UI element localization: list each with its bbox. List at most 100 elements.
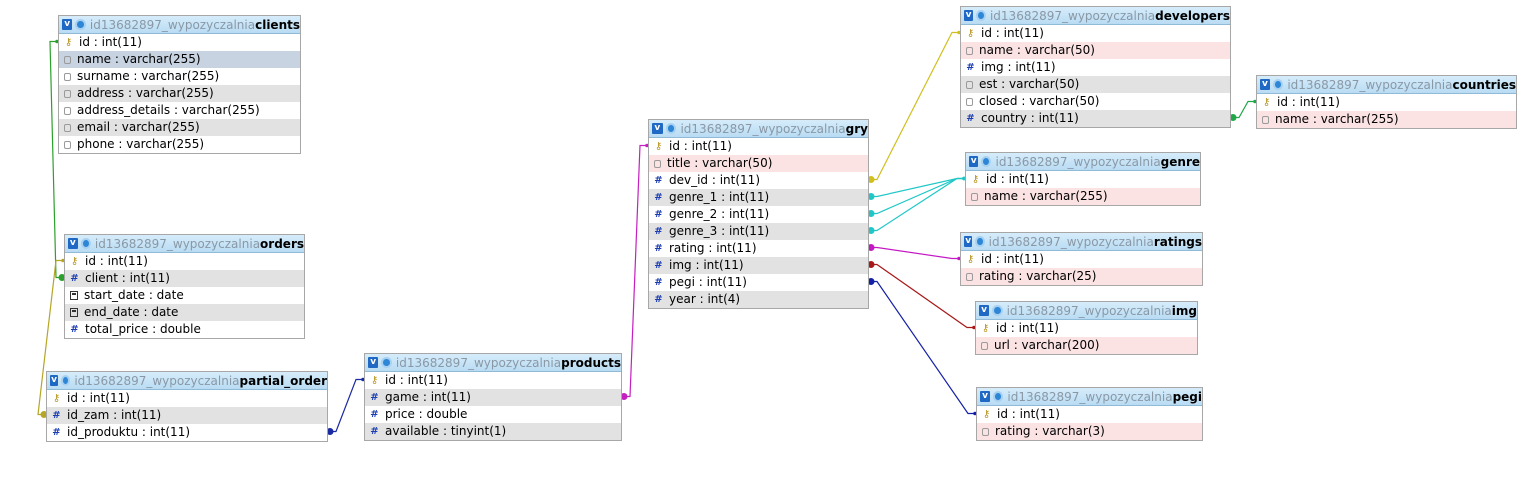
- column-row[interactable]: ⚷id : int(11): [966, 171, 1200, 188]
- gear-icon[interactable]: [665, 123, 677, 134]
- gear-icon[interactable]: [1272, 79, 1284, 90]
- column-row[interactable]: rating : varchar(25): [961, 268, 1202, 285]
- column-row[interactable]: #img : int(11): [961, 59, 1230, 76]
- column-row[interactable]: ⚷id : int(11): [59, 34, 300, 51]
- column-row[interactable]: phone : varchar(255): [59, 136, 300, 153]
- column-row[interactable]: #price : double: [365, 406, 621, 423]
- column-row[interactable]: address_details : varchar(255): [59, 102, 300, 119]
- column-row[interactable]: closed : varchar(50): [961, 93, 1230, 110]
- gear-icon[interactable]: [381, 357, 392, 368]
- column-row[interactable]: #pegi : int(11): [649, 274, 868, 291]
- column-row[interactable]: est : varchar(50): [961, 76, 1230, 93]
- gear-icon[interactable]: [975, 236, 985, 247]
- toggle-columns-icon[interactable]: v: [652, 123, 663, 134]
- toggle-columns-icon[interactable]: v: [979, 305, 990, 316]
- toggle-columns-icon[interactable]: v: [980, 391, 990, 402]
- column-row[interactable]: ⚷id : int(11): [1257, 94, 1516, 111]
- column-row[interactable]: #total_price : double: [65, 321, 304, 338]
- column-row[interactable]: #genre_1 : int(11): [649, 189, 868, 206]
- column-row[interactable]: name : varchar(255): [59, 51, 300, 68]
- column-row[interactable]: url : varchar(200): [976, 337, 1197, 354]
- relation-target-dot: [972, 325, 976, 330]
- toggle-columns-icon[interactable]: v: [964, 236, 973, 247]
- gear-icon[interactable]: [75, 19, 86, 30]
- column-row[interactable]: ⚷id : int(11): [65, 253, 304, 270]
- column-row[interactable]: #genre_2 : int(11): [649, 206, 868, 223]
- toggle-columns-icon[interactable]: v: [68, 238, 78, 249]
- gear-icon[interactable]: [981, 156, 992, 167]
- relation-source-dot: [867, 278, 875, 285]
- column-row[interactable]: rating : varchar(3): [977, 423, 1202, 440]
- toggle-columns-icon[interactable]: v: [62, 19, 73, 30]
- column-row[interactable]: ⚷id : int(11): [47, 390, 327, 407]
- column-row[interactable]: name : varchar(255): [966, 188, 1200, 205]
- column-row[interactable]: address : varchar(255): [59, 85, 300, 102]
- column-row[interactable]: #year : int(4): [649, 291, 868, 308]
- key-icon: ⚷: [52, 393, 61, 404]
- gear-icon[interactable]: [976, 10, 986, 21]
- toggle-columns-icon[interactable]: v: [969, 156, 979, 167]
- column-row[interactable]: email : varchar(255): [59, 119, 300, 136]
- column-row[interactable]: name : varchar(255): [1257, 111, 1516, 128]
- column-row[interactable]: #client : int(11): [65, 270, 304, 287]
- column-row[interactable]: ⚷id : int(11): [976, 320, 1197, 337]
- column-row[interactable]: #id_zam : int(11): [47, 407, 327, 424]
- column-row[interactable]: ⚷id : int(11): [649, 138, 868, 155]
- column-label: est : varchar(50): [979, 77, 1080, 91]
- toggle-columns-icon[interactable]: v: [1260, 79, 1270, 90]
- column-row[interactable]: title : varchar(50): [649, 155, 868, 172]
- gear-icon[interactable]: [993, 391, 1004, 402]
- toggle-columns-icon[interactable]: v: [50, 375, 59, 386]
- column-row[interactable]: ⚷id : int(11): [977, 406, 1202, 423]
- column-row[interactable]: name : varchar(50): [961, 42, 1230, 59]
- column-row[interactable]: #img : int(11): [649, 257, 868, 274]
- column-label: id : int(11): [981, 26, 1044, 40]
- gear-icon[interactable]: [992, 305, 1003, 316]
- column-row[interactable]: #game : int(11): [365, 389, 621, 406]
- column-row[interactable]: #id_produktu : int(11): [47, 424, 327, 441]
- toggle-columns-icon[interactable]: v: [964, 10, 974, 21]
- column-row[interactable]: #genre_3 : int(11): [649, 223, 868, 240]
- column-row[interactable]: #available : tinyint(1): [365, 423, 621, 440]
- gear-icon[interactable]: [61, 375, 71, 386]
- relation-line: [869, 177, 965, 215]
- column-row[interactable]: #rating : int(11): [649, 240, 868, 257]
- column-row[interactable]: #country : int(11): [961, 110, 1230, 127]
- column-row[interactable]: ⚷id : int(11): [961, 251, 1202, 268]
- column-row[interactable]: #dev_id : int(11): [649, 172, 868, 189]
- column-row[interactable]: ⚷id : int(11): [365, 372, 621, 389]
- gear-icon[interactable]: [80, 238, 91, 249]
- number-icon: #: [654, 277, 663, 288]
- toggle-columns-icon[interactable]: v: [368, 357, 379, 368]
- number-icon: #: [654, 175, 663, 186]
- database-name: id13682897_wypozyczalnia: [1287, 77, 1453, 92]
- column-label: surname : varchar(255): [77, 69, 220, 83]
- column-row[interactable]: surname : varchar(255): [59, 68, 300, 85]
- column-row[interactable]: start_date : date: [65, 287, 304, 304]
- column-row[interactable]: ⚷id : int(11): [961, 25, 1230, 42]
- column-label: id : int(11): [1277, 95, 1340, 109]
- column-row[interactable]: end_date : date: [65, 304, 304, 321]
